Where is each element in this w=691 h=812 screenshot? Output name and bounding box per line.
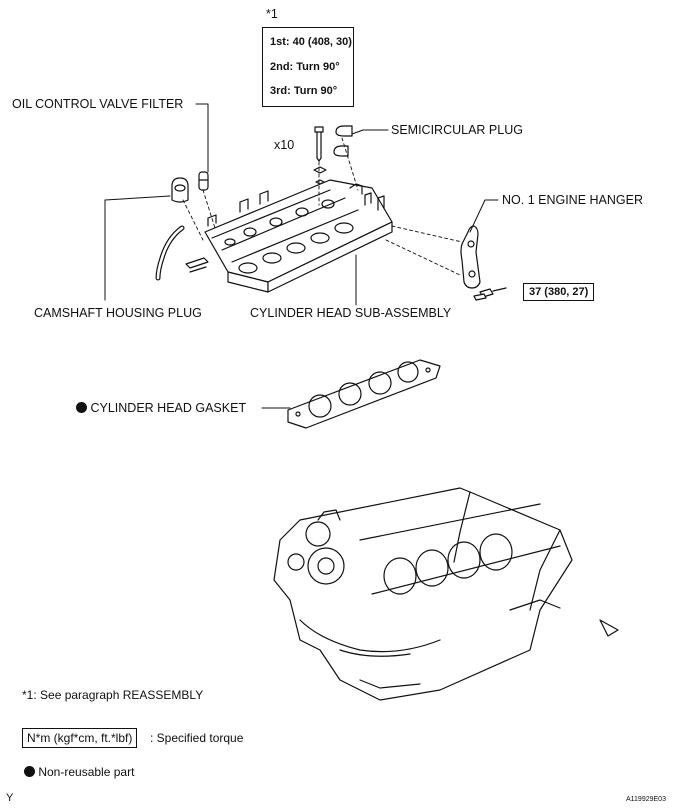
cylinder-head-gasket-part <box>287 359 441 429</box>
hanger-torque-box: 37 (380, 27) <box>523 283 595 301</box>
reassembly-note: *1: See paragraph REASSEMBLY <box>22 688 204 702</box>
cylinder-head-sub-assembly <box>185 179 393 293</box>
corner-letter: Y <box>6 792 14 804</box>
torque-step-1: 1st: 40 (408, 30) <box>270 36 352 48</box>
callout-marker: *1 <box>266 7 278 21</box>
bolt-quantity: x10 <box>274 138 295 152</box>
camshaft-housing-plug <box>171 177 189 203</box>
oil-control-valve-filter <box>198 171 209 191</box>
label-cylinder-head-sub-assembly: CYLINDER HEAD SUB-ASSEMBLY <box>250 306 452 320</box>
torque-unit-box: N*m (kgf*cm, ft.*lbf) <box>22 728 138 748</box>
torque-step-2: 2nd: Turn 90° <box>270 61 340 73</box>
semicircular-plug-parts <box>333 125 353 157</box>
non-reusable-dot-icon <box>76 402 87 413</box>
nonreusable-legend-text: Non-reusable part <box>38 765 135 779</box>
figure-id: A119929E03 <box>626 796 666 803</box>
torque-specification-box: 1st: 40 (408, 30) 2nd: Turn 90° 3rd: Tur… <box>262 27 354 107</box>
torque-legend-text: : Specified torque <box>150 731 244 745</box>
label-oil-control-valve-filter: OIL CONTROL VALVE FILTER <box>12 97 184 111</box>
gasket-label-text: CYLINDER HEAD GASKET <box>90 401 247 415</box>
no1-engine-hanger <box>460 225 507 301</box>
nonreusable-legend: Non-reusable part <box>24 765 134 779</box>
label-semicircular-plug: SEMICIRCULAR PLUG <box>391 123 523 137</box>
cylinder-head-bolt <box>313 126 327 185</box>
label-cylinder-head-gasket: CYLINDER HEAD GASKET <box>76 401 246 415</box>
label-no1-engine-hanger: NO. 1 ENGINE HANGER <box>502 193 643 207</box>
engine-block <box>273 487 619 701</box>
filled-dot-icon <box>24 766 35 777</box>
label-camshaft-housing-plug: CAMSHAFT HOUSING PLUG <box>34 306 202 320</box>
torque-step-3: 3rd: Turn 90° <box>270 85 338 97</box>
